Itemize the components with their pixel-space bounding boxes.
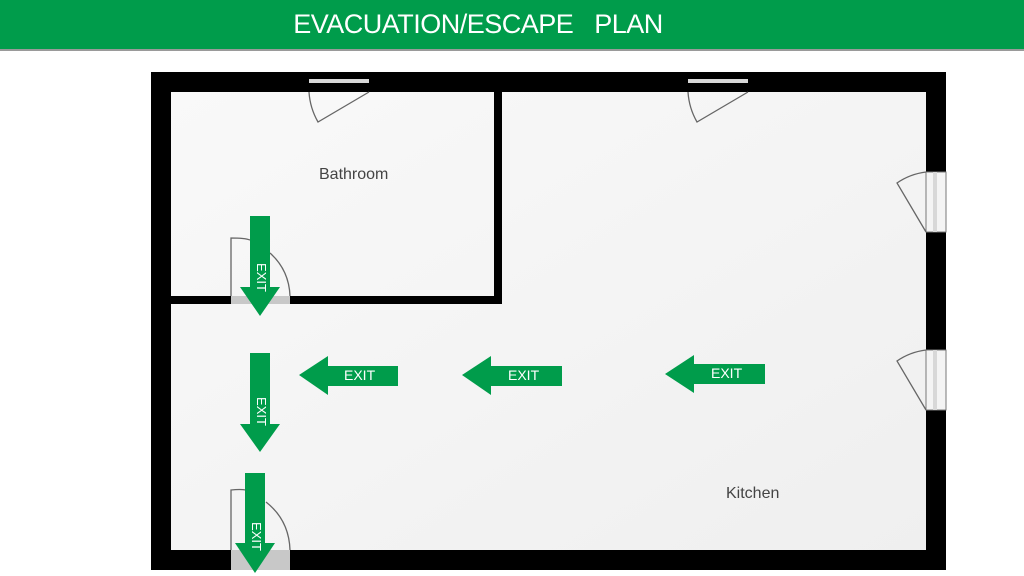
exit-arrow-left-1	[299, 356, 398, 395]
exit-arrow-left-2	[462, 356, 562, 395]
room-label-bathroom: Bathroom	[319, 166, 389, 183]
exit-arrow-left-3	[665, 355, 765, 393]
exit-arrow-down-bathroom	[240, 216, 280, 316]
plan-title: EVACUATION/ESCAPE PLAN	[293, 9, 663, 39]
bathroom-walls	[171, 92, 502, 304]
room-label-kitchen: Kitchen	[726, 485, 780, 502]
exit-label-main: EXIT	[248, 522, 264, 551]
exit-label-left-column: EXIT	[253, 397, 269, 426]
exit-label-left-1: EXIT	[344, 367, 376, 383]
window-top-right	[687, 72, 749, 123]
exit-label-bathroom: EXIT	[253, 263, 269, 292]
exit-label-left-3: EXIT	[711, 365, 743, 381]
window-top-left	[308, 72, 370, 123]
exit-label-left-2: EXIT	[508, 367, 540, 383]
title-bar: EVACUATION/ESCAPE PLAN	[0, 0, 1024, 51]
exit-arrow-down-left-column	[240, 353, 280, 452]
window-right-upper	[896, 171, 947, 233]
window-right-lower	[896, 349, 947, 411]
exit-arrow-down-main	[235, 473, 275, 573]
floor	[171, 92, 926, 550]
